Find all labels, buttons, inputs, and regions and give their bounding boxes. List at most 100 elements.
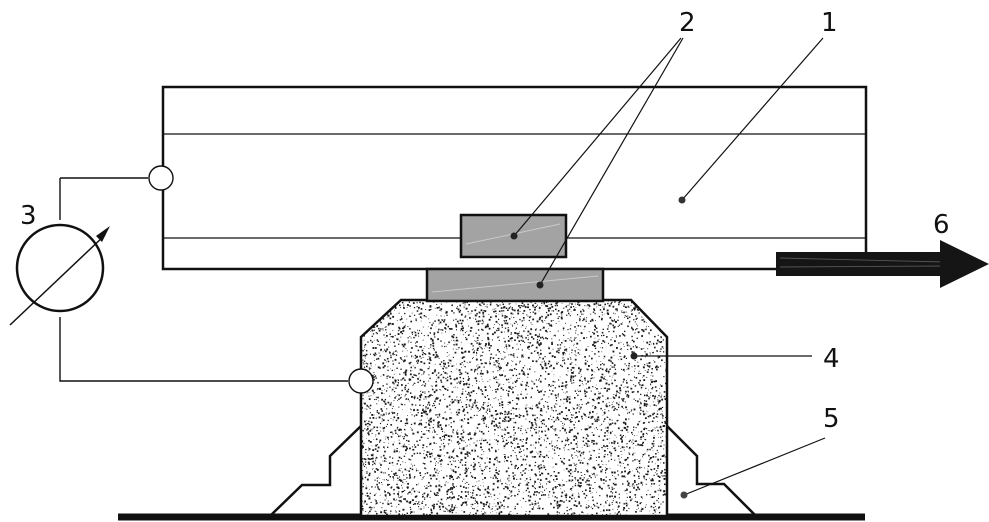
speckle-dot (599, 347, 601, 348)
speckle-dot (648, 421, 650, 424)
speckle-dot (532, 405, 533, 407)
speckle-dot (652, 380, 654, 383)
speckle-dot (421, 478, 423, 480)
speckle-dot (382, 351, 384, 353)
speckle-dot (455, 340, 457, 342)
speckle-dot (634, 481, 636, 484)
speckle-dot (390, 510, 392, 512)
speckle-dot (621, 398, 623, 400)
speckle-dot (527, 356, 530, 359)
speckle-dot (543, 367, 544, 369)
speckle-dot (608, 429, 609, 431)
speckle-dot (526, 487, 529, 490)
speckle-dot (611, 379, 613, 381)
speckle-dot (662, 436, 663, 437)
speckle-dot (644, 370, 646, 371)
speckle-dot (469, 444, 471, 446)
speckle-dot (398, 435, 400, 438)
speckle-dot (654, 361, 656, 363)
speckle-dot (575, 467, 577, 470)
speckle-dot (492, 477, 495, 479)
speckle-dot (561, 427, 564, 430)
speckle-dot (458, 381, 460, 383)
speckle-dot (554, 356, 556, 358)
speckle-dot (548, 451, 550, 452)
speckle-dot (488, 350, 490, 352)
speckle-dot (601, 423, 603, 425)
speckle-dot (445, 310, 447, 312)
speckle-dot (651, 343, 653, 345)
speckle-dot (399, 357, 402, 359)
speckle-dot (582, 412, 584, 414)
speckle-dot (489, 404, 491, 406)
speckle-dot (464, 302, 466, 304)
speckle-dot (575, 421, 576, 423)
speckle-dot (572, 457, 574, 459)
speckle-dot (532, 360, 534, 363)
speckle-dot (438, 458, 440, 460)
speckle-dot (495, 470, 497, 471)
speckle-dot (369, 369, 371, 371)
speckle-dot (558, 379, 560, 381)
speckle-dot (467, 433, 470, 436)
speckle-dot (458, 477, 460, 479)
speckle-dot (561, 486, 563, 487)
speckle-dot (409, 502, 412, 504)
speckle-dot (538, 335, 541, 337)
speckle-dot (405, 449, 407, 452)
speckle-dot (613, 484, 616, 486)
speckle-dot (626, 446, 628, 448)
speckle-dot (461, 352, 464, 354)
speckle-dot (488, 318, 491, 321)
speckle-dot (650, 479, 653, 482)
speckle-dot (611, 442, 613, 444)
speckle-dot (613, 442, 615, 444)
speckle-dot (557, 419, 560, 421)
speckle-dot (603, 419, 605, 421)
speckle-dot (369, 417, 371, 419)
speckle-dot (403, 360, 405, 363)
speckle-dot (418, 313, 420, 315)
speckle-dot (522, 373, 525, 375)
speckle-dot (535, 379, 537, 381)
speckle-dot (400, 403, 403, 405)
speckle-dot (592, 343, 594, 345)
speckle-dot (532, 381, 534, 383)
speckle-dot (422, 384, 424, 386)
speckle-dot (655, 390, 658, 392)
speckle-dot (466, 372, 469, 375)
speckle-dot (497, 461, 499, 463)
speckle-dot (568, 312, 570, 315)
speckle-dot (467, 453, 469, 455)
speckle-dot (459, 461, 462, 464)
speckle-dot (418, 491, 420, 493)
speckle-dot (396, 450, 398, 453)
speckle-dot (546, 483, 548, 485)
speckle-dot (552, 487, 554, 489)
speckle-dot (526, 413, 528, 414)
speckle-dot (662, 320, 664, 323)
speckle-dot (551, 384, 553, 386)
speckle-dot (509, 418, 512, 420)
speckle-dot (396, 448, 398, 450)
speckle-dot (662, 430, 664, 433)
speckle-dot (661, 328, 664, 330)
speckle-dot (629, 499, 632, 502)
speckle-dot (509, 307, 511, 309)
speckle-dot (400, 368, 402, 370)
speckle-dot (423, 506, 425, 507)
speckle-dot (459, 306, 461, 307)
speckle-dot (479, 410, 481, 412)
speckle-dot (380, 430, 382, 432)
speckle-dot (455, 325, 458, 327)
speckle-dot (474, 432, 475, 434)
speckle-dot (435, 485, 438, 488)
speckle-dot (643, 341, 644, 343)
speckle-dot (547, 405, 549, 408)
speckle-dot (394, 307, 397, 309)
speckle-dot (644, 394, 646, 396)
speckle-dot (601, 311, 603, 313)
speckle-dot (660, 458, 662, 460)
speckle-dot (529, 308, 531, 311)
speckle-dot (387, 492, 389, 494)
